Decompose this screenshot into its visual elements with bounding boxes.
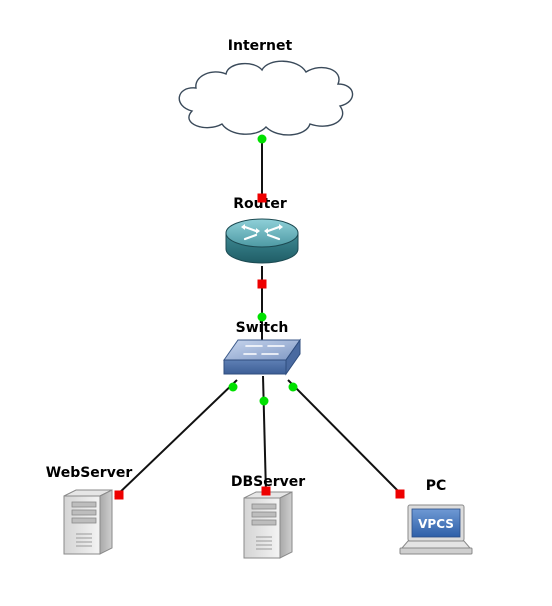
computer-icon: VPCS xyxy=(399,504,473,555)
pc-label: PC xyxy=(426,478,447,494)
link-switch-pc[interactable] xyxy=(287,379,405,498)
port-down-marker xyxy=(257,193,267,203)
webserver-label: WebServer xyxy=(46,465,133,481)
port-up-marker xyxy=(228,382,238,392)
cloud-icon xyxy=(178,60,354,136)
switch-icon xyxy=(223,338,301,376)
port-down-marker xyxy=(261,486,271,496)
router-icon xyxy=(225,218,299,264)
internet-label: Internet xyxy=(228,38,293,54)
port-down-marker xyxy=(257,279,267,289)
router-label: Router xyxy=(233,196,287,212)
server-icon xyxy=(63,489,113,555)
port-up-marker xyxy=(257,312,267,322)
dbserver-node[interactable]: DBServer xyxy=(231,474,305,559)
dbserver-label: DBServer xyxy=(231,474,305,490)
port-up-marker xyxy=(259,396,269,406)
vpcs-badge: VPCS xyxy=(418,517,454,531)
port-down-marker xyxy=(114,490,124,500)
link-switch-webserver[interactable] xyxy=(114,379,238,498)
links-layer xyxy=(114,139,405,498)
port-up-marker xyxy=(288,382,298,392)
router-node[interactable]: Router xyxy=(225,196,299,264)
port-markers-layer xyxy=(114,134,405,500)
webserver-node[interactable]: WebServer xyxy=(46,465,133,555)
switch-label: Switch xyxy=(236,320,289,336)
server-icon xyxy=(243,491,293,559)
port-down-marker xyxy=(395,489,405,499)
port-up-marker xyxy=(257,134,267,144)
switch-node[interactable]: Switch xyxy=(223,320,301,376)
pc-node[interactable]: VPCS PC xyxy=(399,478,473,555)
internet-node[interactable]: Internet xyxy=(178,38,354,136)
link-switch-dbserver[interactable] xyxy=(262,375,267,494)
